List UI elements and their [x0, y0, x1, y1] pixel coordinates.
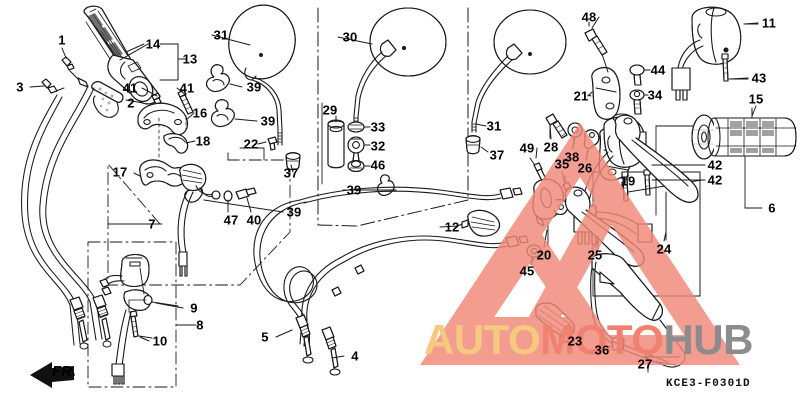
callout-mirror-left[interactable]: 31 — [213, 27, 229, 43]
callout-switch-housing-upper[interactable]: 16 — [192, 105, 208, 121]
callout-clip-band[interactable]: 39 — [260, 113, 276, 129]
callout-switch-assembly-right[interactable]: 11 — [761, 15, 777, 31]
callout-nut-lock[interactable]: 33 — [370, 119, 386, 135]
callout-screw-tapping[interactable]: 43 — [751, 70, 767, 86]
callout-grip-left[interactable]: 15 — [748, 91, 764, 107]
callout-cap-rubber[interactable]: 37 — [283, 165, 299, 181]
direction-marker-label: FR. — [52, 363, 77, 380]
callout-mirror-stay[interactable]: 31 — [486, 118, 502, 134]
callout-grip-rubber-insert[interactable]: 2 — [127, 95, 135, 111]
callout-throttle-cable-a[interactable]: 5 — [261, 329, 269, 345]
callout-clutch-cable[interactable]: 4 — [351, 348, 359, 364]
watermark-segment-auto: AUTO — [424, 316, 541, 363]
watermark-segment-hub: HUB — [663, 316, 753, 363]
callout-brake-lever[interactable]: 24 — [656, 241, 672, 257]
callout-screw-housing[interactable]: 42 — [707, 172, 723, 188]
callout-washer[interactable]: 47 — [223, 212, 239, 228]
callout-clip-band[interactable]: 39 — [346, 182, 362, 198]
callout-mirror-joint[interactable]: 32 — [370, 138, 386, 154]
callout-lever-holder[interactable]: 20 — [536, 247, 552, 263]
callout-nut-lock-small[interactable]: 45 — [519, 263, 535, 279]
callout-nut-flange[interactable]: 46 — [370, 157, 386, 173]
callout-clip-band[interactable]: 39 — [246, 79, 262, 95]
watermark-wordmark: AUTOMOTOHUB — [424, 316, 753, 364]
callout-mirror-right[interactable]: 30 — [342, 29, 358, 45]
callout-lever-bracket[interactable]: 21 — [573, 88, 589, 104]
callout-reflector[interactable]: 23 — [567, 333, 583, 349]
callout-bolt-lever-pivot[interactable]: 28 — [543, 139, 559, 155]
callout-master-cylinder-bracket[interactable]: 19 — [620, 173, 636, 189]
callout-cable-upper-end[interactable]: 1 — [58, 32, 66, 48]
callout-lever-link[interactable]: 26 — [577, 160, 593, 176]
callout-throttle-cable-b[interactable]: 3 — [16, 79, 24, 95]
callout-cap-rubber[interactable]: 37 — [489, 147, 505, 163]
callout-nut-reflector[interactable]: 36 — [594, 342, 610, 358]
callout-front-brake-switch-assy[interactable]: 8 — [196, 317, 204, 333]
callout-screw[interactable]: 10 — [152, 333, 168, 349]
callout-bolt-pivot-lever[interactable]: 34 — [647, 87, 663, 103]
callout-screw-housing[interactable]: 42 — [707, 157, 723, 173]
callout-switch-housing-lower[interactable]: 17 — [112, 164, 128, 180]
callout-clutch-switch-sub-harness[interactable]: 7 — [148, 216, 156, 232]
callout-switch-bracket[interactable]: 9 — [190, 300, 198, 316]
callout-bolt-pivot[interactable]: 48 — [581, 9, 597, 25]
callout-screw-switch-housing[interactable]: 41 — [179, 80, 195, 96]
callout-screw-switch-housing[interactable]: 41 — [122, 80, 138, 96]
callout-bolt[interactable]: 40 — [246, 212, 262, 228]
callout-left-switch-assembly[interactable]: 6 — [768, 200, 776, 216]
callout-cable-guide[interactable]: 12 — [444, 219, 460, 235]
callout-nut-mirror[interactable]: 22 — [243, 136, 259, 152]
callout-rubber-cover[interactable]: 29 — [322, 102, 338, 118]
direction-arrow — [30, 362, 74, 388]
callout-clutch-lever[interactable]: 25 — [587, 247, 603, 263]
callout-bolt-flange[interactable]: 44 — [650, 62, 666, 78]
callout-throttle-pipe-assembly[interactable]: 13 — [182, 51, 198, 67]
callout-clip-band[interactable]: 39 — [286, 204, 302, 220]
callout-clamp-holder[interactable]: 18 — [195, 133, 211, 149]
callout-adjuster[interactable]: 49 — [519, 140, 535, 156]
callout-grip-right[interactable]: 14 — [145, 36, 161, 52]
callout-lever-guard[interactable]: 27 — [637, 356, 653, 372]
diagram-part-code: KCE3-F0301D — [666, 378, 751, 390]
